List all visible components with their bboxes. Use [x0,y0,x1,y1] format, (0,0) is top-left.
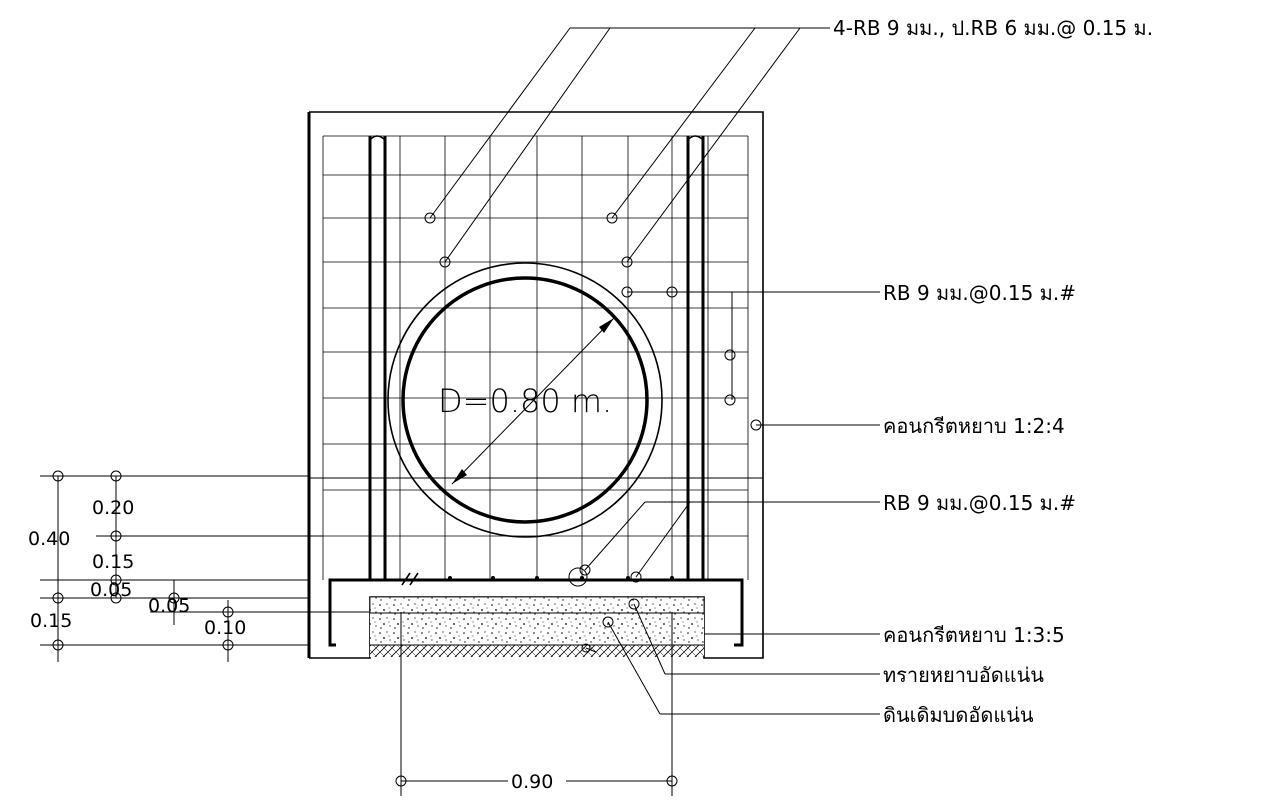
mesh-top-callout: RB 9 มม.@0.15 ม.# [883,281,1076,305]
soil-callout: ดินเดิมบดอัดแน่น [883,703,1034,727]
concrete-top-callout: คอนกรีตหยาบ 1:2:4 [883,414,1065,438]
leader-lines [424,27,880,715]
left-dimensions: 0.20 0.40 0.15 0.05 0.05 0.15 0.10 [28,470,370,662]
pipe: D=0.80 m. [387,262,663,538]
pipe-diameter-label: D=0.80 m. [438,382,612,420]
dim-005-b: 0.05 [148,595,190,617]
dim-005-a: 0.05 [90,579,132,601]
lean-concrete-callout: คอนกรีตหยาบ 1:3:5 [883,623,1065,647]
dim-015-top: 0.15 [92,551,134,573]
dim-015-bottom: 0.15 [30,610,72,632]
stirrup-callout: 4-RB 9 มม., ป.RB 6 มม.@ 0.15 ม. [833,16,1153,40]
dim-020: 0.20 [92,497,134,519]
sand-callout: ทรายหยาบอัดแน่น [883,663,1044,687]
dim-040: 0.40 [28,528,70,550]
dim-010: 0.10 [204,617,246,639]
bottom-dimension: 0.90 [395,612,678,796]
callout-labels: 4-RB 9 มม., ป.RB 6 มม.@ 0.15 ม. RB 9 มม.… [833,16,1153,727]
mesh-bottom-callout: RB 9 มม.@0.15 ม.# [883,491,1076,515]
dim-090: 0.90 [511,771,553,793]
bottom-slab-rebar [328,567,744,647]
foundation-layers [369,596,705,657]
rebar-grid [322,135,749,580]
stirrup-bars [368,135,705,580]
